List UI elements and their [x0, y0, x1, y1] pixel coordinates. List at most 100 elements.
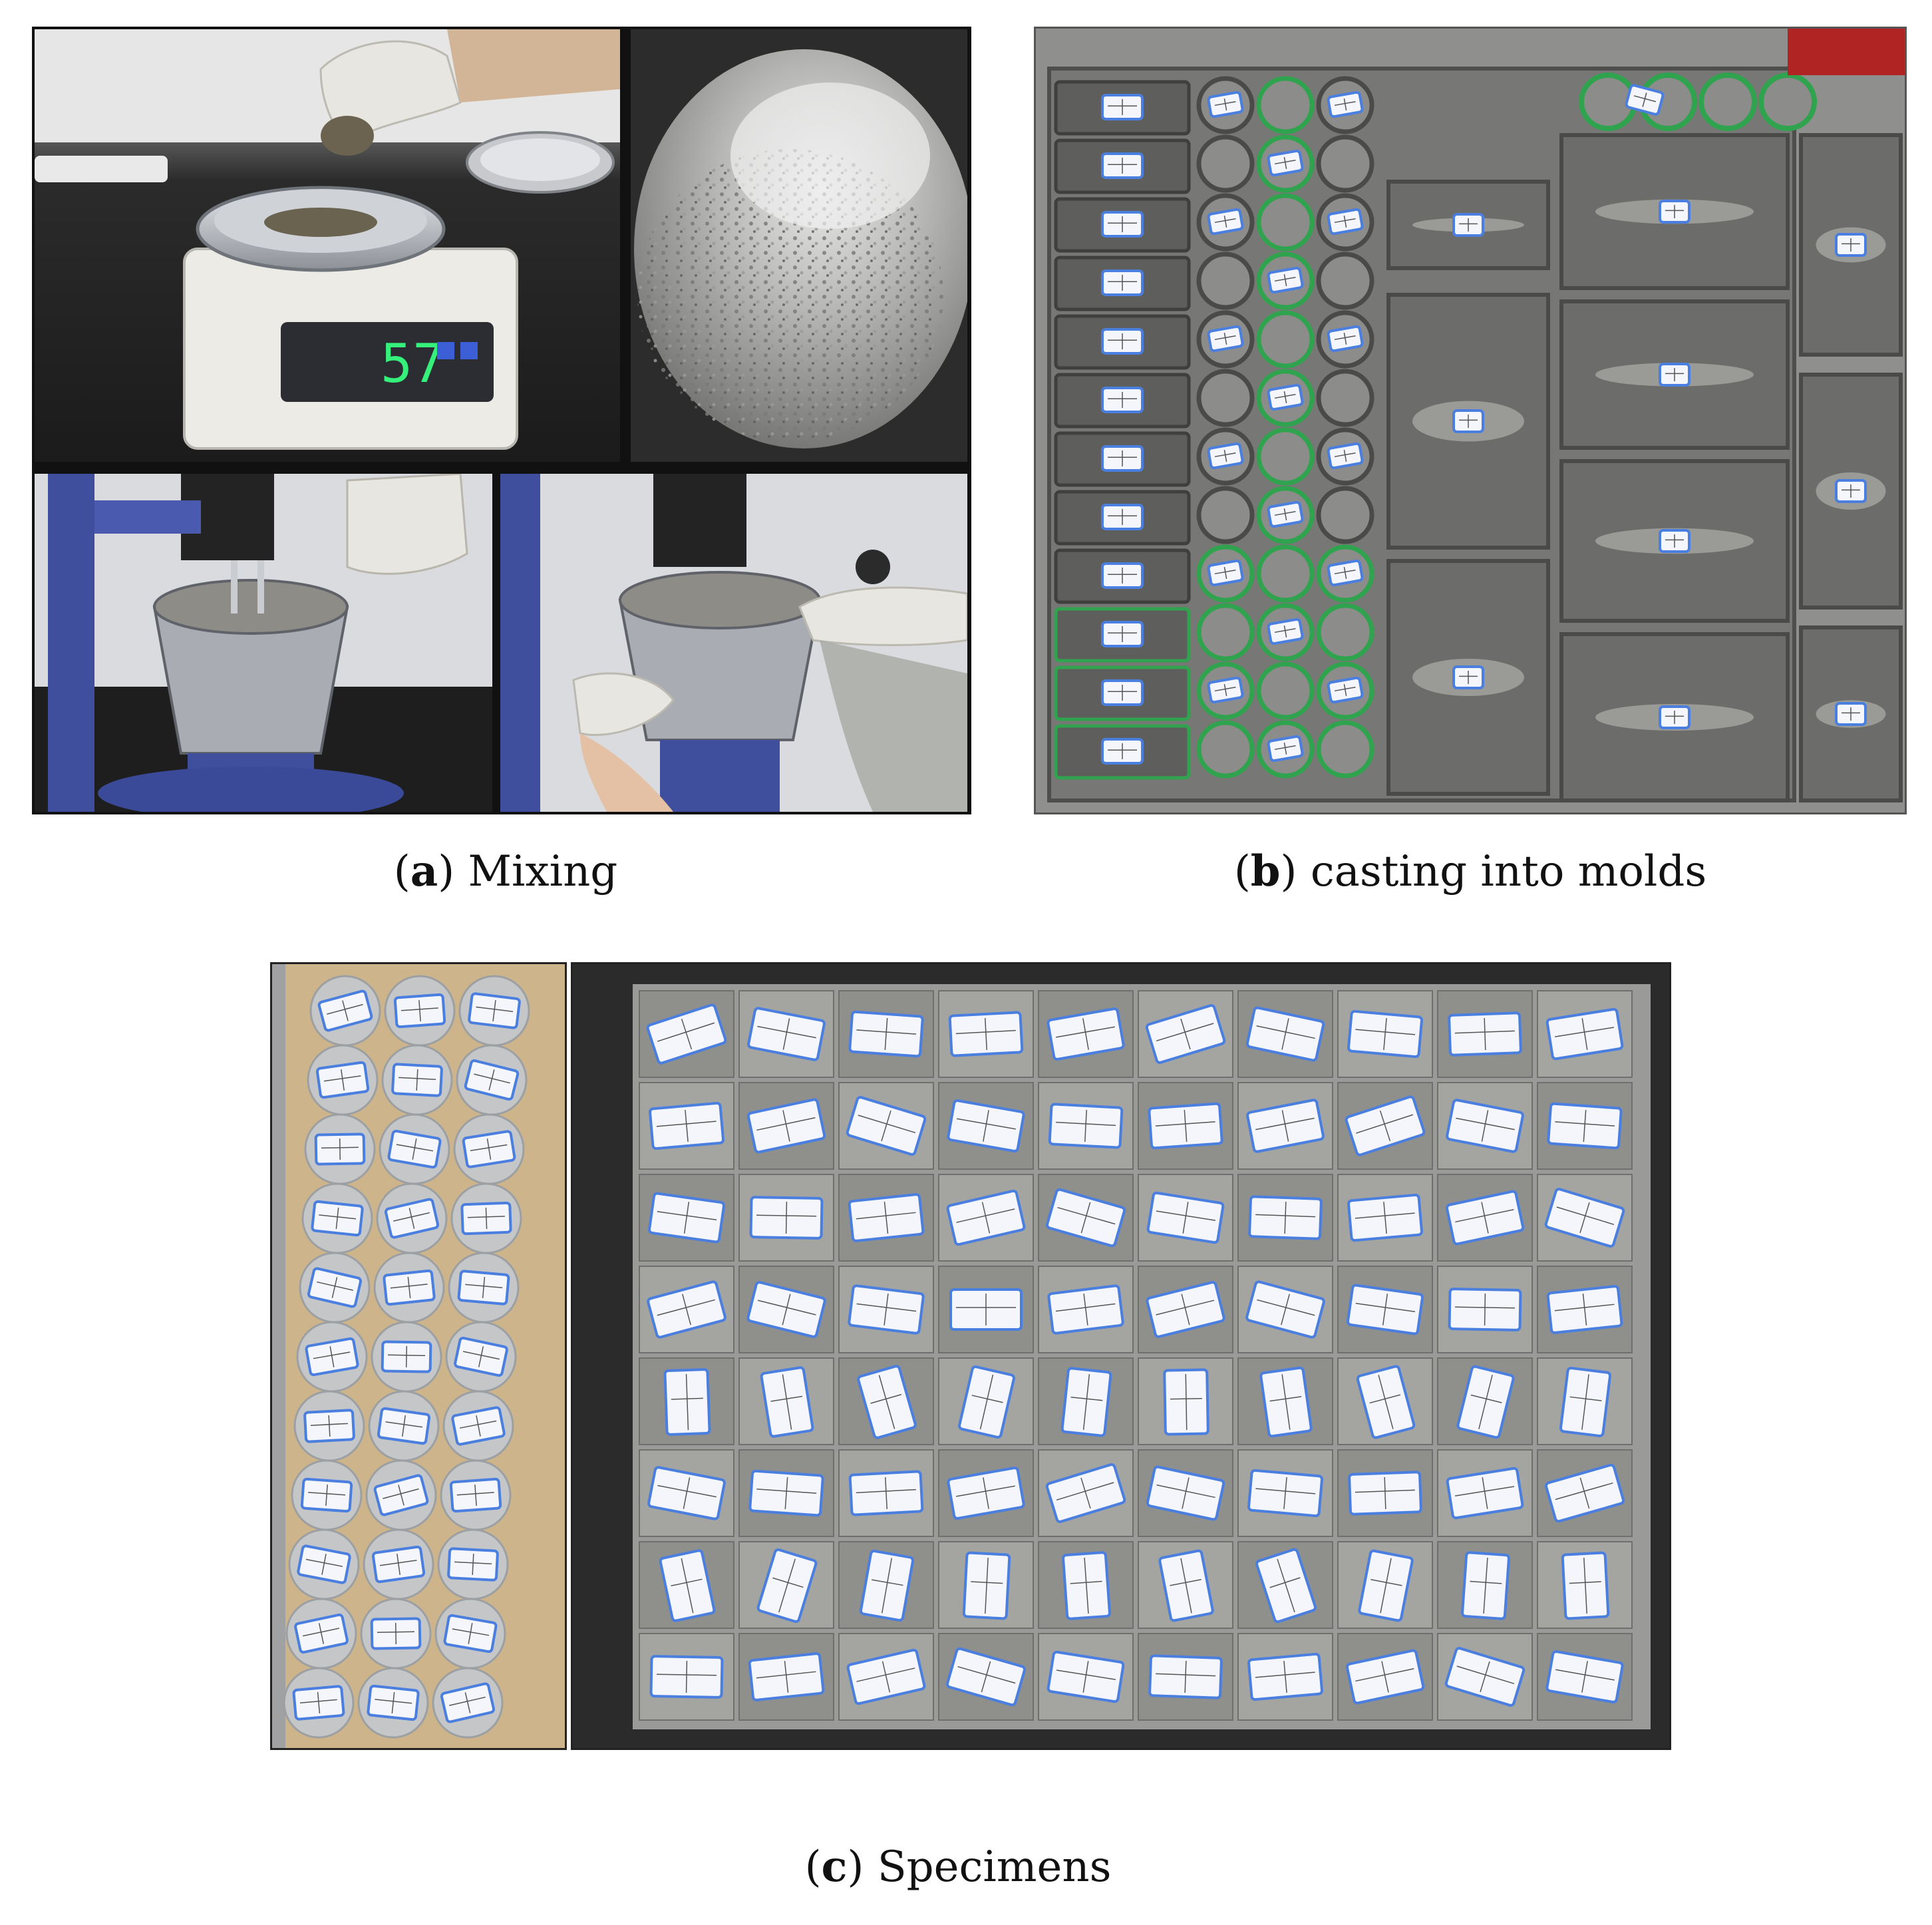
cylinder-mold	[1256, 427, 1315, 486]
specimen-label	[1545, 1650, 1624, 1703]
specimen-label	[1659, 705, 1690, 729]
specimen-label	[1347, 1009, 1423, 1059]
specimen-label	[1101, 152, 1144, 179]
specimen-label	[1101, 94, 1144, 120]
specimen-label	[393, 993, 446, 1029]
specimen-label	[1835, 479, 1867, 503]
specimen-label	[1101, 445, 1144, 472]
specimen-label	[1146, 1191, 1225, 1244]
specimen-label	[1456, 1365, 1515, 1439]
caption-c: (c) Specimens	[804, 1842, 1112, 1892]
molds-tray-illustration	[1036, 29, 1905, 812]
cylinder-mold	[1316, 603, 1374, 661]
specimen-label	[663, 1368, 711, 1436]
specimen-label	[1148, 1102, 1223, 1150]
specimen-label	[1062, 1551, 1111, 1620]
specimen-label	[1267, 500, 1304, 528]
specimen-label	[443, 1614, 498, 1654]
specimen-label	[749, 1196, 824, 1240]
photo-aggregate-pile	[631, 29, 967, 462]
specimen-label	[1267, 266, 1304, 294]
specimen-label	[1327, 442, 1364, 470]
specimen-label	[451, 1406, 506, 1446]
specimen-label	[1659, 529, 1690, 553]
specimen-label	[1452, 665, 1484, 689]
specimen-label	[1246, 1099, 1325, 1153]
specimen-label	[756, 1548, 818, 1624]
specimen-label	[1046, 1650, 1125, 1703]
specimen-label	[1255, 1548, 1317, 1624]
specimen-label	[1247, 1469, 1323, 1518]
specimen-label	[1448, 1288, 1522, 1331]
specimen-label	[387, 1129, 442, 1169]
specimen-label	[294, 1613, 349, 1654]
specimen-label	[314, 1133, 366, 1166]
specimen-label	[1259, 1366, 1313, 1438]
specimen-label	[946, 1189, 1026, 1246]
specimen-label	[1148, 1654, 1223, 1699]
specimen-label	[1544, 1188, 1625, 1248]
specimen-label	[748, 1469, 824, 1517]
specimen-label	[1358, 1549, 1414, 1622]
specimen-label	[1345, 1649, 1425, 1705]
caption-a: (a) Mixing	[393, 846, 618, 896]
cylinder-mold	[1316, 369, 1374, 427]
specimen-label	[1461, 1551, 1510, 1620]
specimen-label	[1207, 676, 1244, 704]
specimen-label	[307, 1267, 363, 1308]
specimen-label	[846, 1096, 927, 1156]
specimen-label	[468, 992, 521, 1029]
specimen-label	[1247, 1652, 1323, 1701]
specimen-label	[1659, 200, 1690, 224]
caption-a-letter: a	[410, 846, 438, 896]
specimen-label	[1659, 363, 1690, 387]
specimen-label	[1146, 1281, 1225, 1338]
specimen-label	[454, 1336, 508, 1377]
specimen-label	[1544, 1463, 1625, 1523]
specimen-label	[377, 1407, 431, 1445]
cylinder-mold	[1196, 603, 1255, 661]
specimen-label	[1047, 1284, 1124, 1335]
specimen-label	[647, 1466, 726, 1520]
specimen-label	[1327, 559, 1364, 587]
specimen-label	[848, 1470, 924, 1516]
specimen-label	[1207, 325, 1244, 353]
specimen-label	[1060, 1367, 1112, 1437]
specimen-label	[1048, 1103, 1124, 1149]
specimen-label	[1145, 1004, 1226, 1064]
specimen-label	[371, 1545, 426, 1584]
specimen-label	[649, 1101, 724, 1150]
specimen-label	[649, 1655, 724, 1699]
specimen-label	[303, 1409, 355, 1443]
scale-readout: 57	[381, 333, 444, 395]
specimen-label	[857, 1365, 917, 1439]
specimen-label	[1158, 1549, 1214, 1622]
specimen-label	[1045, 1463, 1126, 1523]
specimen-label	[1446, 1099, 1524, 1153]
cylinder-mold	[1316, 252, 1374, 310]
specimen-label	[646, 1003, 727, 1065]
specimen-label	[311, 1200, 364, 1237]
specimen-label	[1207, 90, 1244, 118]
cylinder-mold	[1758, 73, 1817, 131]
specimen-label	[1101, 621, 1144, 647]
specimen-label	[1559, 1367, 1612, 1437]
specimen-label	[383, 1269, 436, 1306]
cylinder-mold	[1316, 134, 1374, 193]
specimen-label	[848, 1284, 925, 1335]
specimen-label	[1561, 1551, 1610, 1620]
specimen-label	[1101, 504, 1144, 530]
specimen-label	[949, 1288, 1023, 1331]
specimen-label	[1207, 208, 1244, 236]
photo-mixer-bowl	[35, 474, 492, 812]
specimen-label	[305, 1337, 359, 1377]
cylinder-mold	[1256, 193, 1315, 252]
specimen-label	[1346, 1284, 1424, 1335]
specimen-label	[1835, 233, 1867, 257]
photo-cylinder-specimens	[270, 962, 567, 1750]
specimen-label	[447, 1547, 499, 1582]
specimen-label	[1267, 149, 1304, 177]
cylinder-mold	[1196, 369, 1255, 427]
specimen-label	[370, 1617, 422, 1650]
caption-b-letter: b	[1250, 846, 1281, 896]
